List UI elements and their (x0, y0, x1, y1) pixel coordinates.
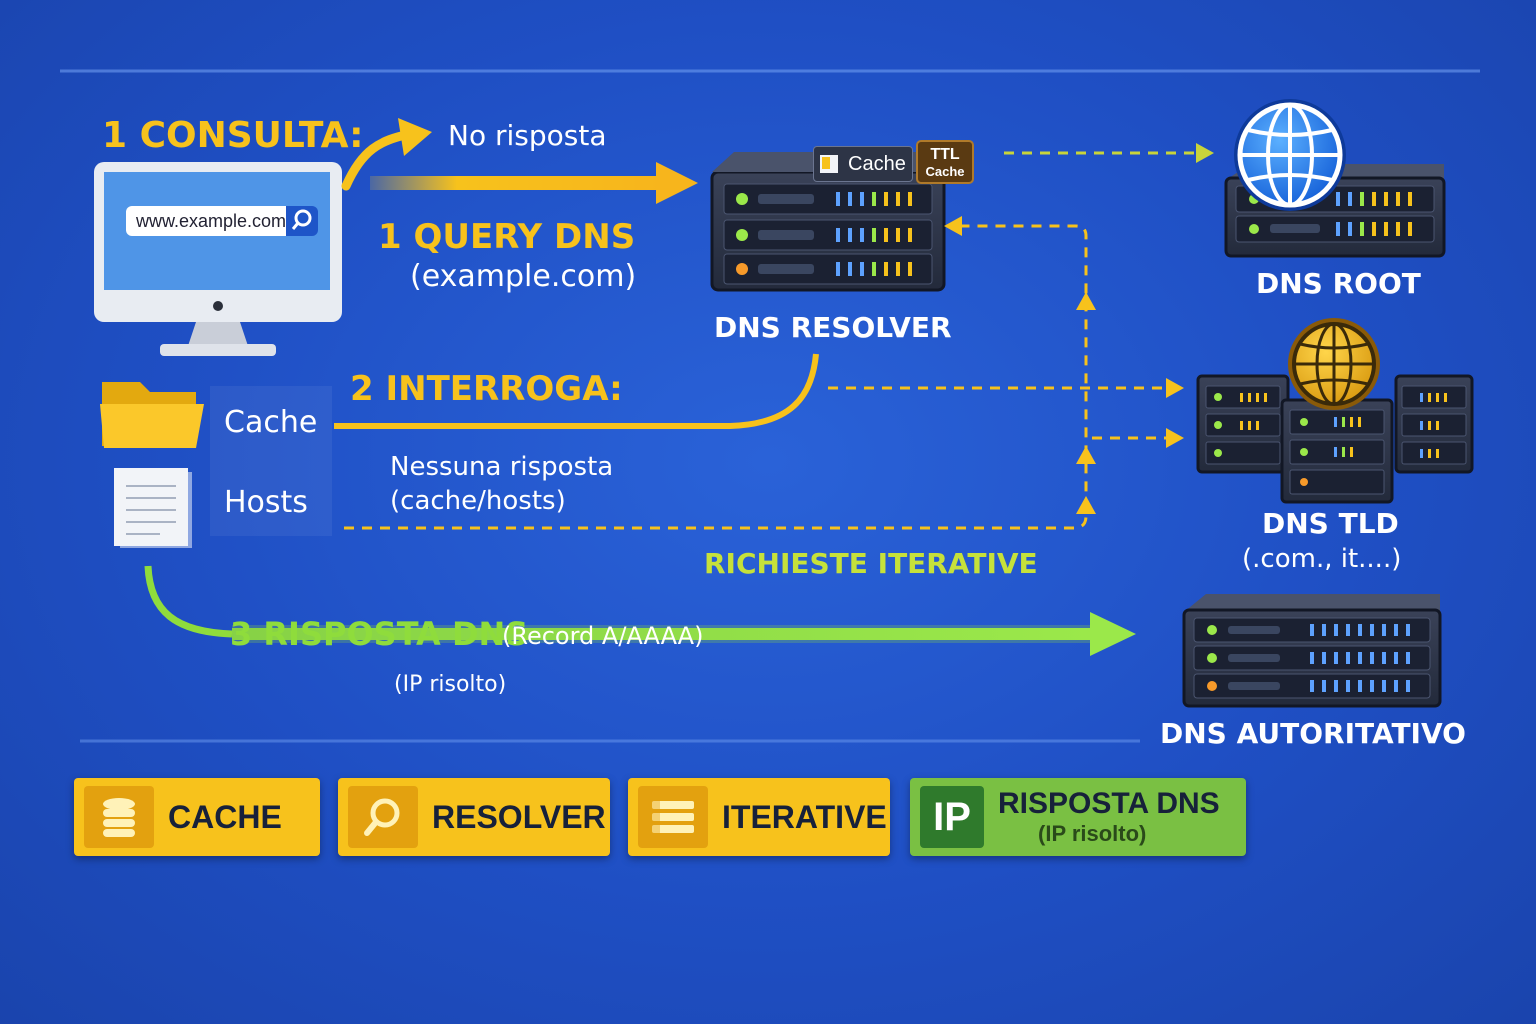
up-arrowhead-2 (1076, 446, 1096, 464)
cache-tag-label: Cache (848, 153, 906, 175)
legend-resolver: RESOLVER (338, 778, 610, 856)
monitor-icon (94, 162, 342, 356)
ip-icon: IP (920, 786, 984, 848)
tld-server-icon (1196, 374, 1474, 504)
nessuna-risposta-label: Nessuna risposta (390, 452, 614, 482)
query-arrowhead (656, 162, 698, 204)
legend-risposta-text: RISPOSTA DNS (IP risolto) (998, 787, 1220, 847)
record-label: (Record A/AAAA) (502, 622, 704, 650)
legend-iterative-label: ITERATIVE (722, 798, 887, 835)
resolver-cache-tag: Cache (813, 146, 913, 182)
no-response-arrowhead (398, 118, 432, 156)
folder-icon (100, 382, 204, 448)
auth-title: DNS AUTORITATIVO (1160, 717, 1466, 750)
return-arrowhead (944, 216, 962, 236)
tld-title: DNS TLD (1262, 507, 1399, 540)
step-query-dns: 1 QUERY DNS (378, 217, 636, 257)
richieste-iterative-label: RICHIESTE ITERATIVE (704, 547, 1038, 580)
search-button[interactable] (286, 206, 318, 236)
authoritative-server-icon (1182, 594, 1442, 708)
url-input[interactable]: www.example.com (126, 206, 316, 236)
globe-icon (1234, 99, 1346, 211)
query-arrow (370, 176, 660, 190)
database-icon (84, 786, 154, 848)
up-arrowhead-1 (1076, 292, 1096, 310)
ttl-sub-label: Cache (925, 164, 965, 179)
search-icon (291, 209, 312, 230)
iterative-return-path (344, 224, 1088, 530)
step-interroga: 2 INTERROGA: (350, 369, 623, 409)
cache-hosts-panel (210, 386, 332, 536)
cache-tag-icon-fill (822, 157, 830, 169)
search-icon-legend (348, 786, 418, 848)
list-icon (638, 786, 708, 848)
cache-label: Cache (224, 405, 318, 440)
legend-cache: CACHE (74, 778, 320, 856)
ip-icon-text: IP (933, 794, 971, 839)
step-consulta: 1 CONSULTA: (102, 115, 364, 156)
response-arrowhead (1090, 612, 1136, 656)
resolver-server-icon (710, 152, 946, 292)
resolver-root-arrowhead (1196, 143, 1214, 163)
legend-resolver-label: RESOLVER (432, 798, 606, 835)
legend-risposta-label: RISPOSTA DNS (998, 787, 1220, 820)
tld-subtitle: (.com., it....) (1242, 544, 1402, 574)
response-curve (144, 565, 233, 638)
legend-risposta: IP RISPOSTA DNS (IP risolto) (910, 778, 1246, 856)
legend-cache-label: CACHE (168, 798, 282, 835)
legend-iterative: ITERATIVE (628, 778, 890, 856)
query-domain: (example.com) (410, 259, 637, 294)
cache-hosts-label: (cache/hosts) (390, 486, 566, 516)
hosts-label: Hosts (224, 485, 308, 520)
up-arrowhead-3 (1076, 496, 1096, 514)
legend-risposta-sub: (IP risolto) (1038, 821, 1147, 846)
no-risposta-label: No risposta (448, 119, 607, 152)
interroga-arrow (334, 353, 819, 429)
ttl-label: TTL (930, 146, 960, 163)
resolver-ttl-tag: TTL Cache (916, 140, 974, 184)
ip-risolto-label: (IP risolto) (394, 672, 507, 697)
resolver-tld-arrowhead (1166, 378, 1184, 398)
step-risposta-dns: 3 RISPOSTA DNS (230, 615, 529, 653)
resolver-title: DNS RESOLVER (714, 311, 952, 344)
response-arrow (232, 628, 1092, 640)
root-title: DNS ROOT (1256, 267, 1421, 300)
document-icon (114, 468, 192, 548)
globe-icon-gold (1288, 318, 1380, 410)
tld-lower-arrowhead (1166, 428, 1184, 448)
